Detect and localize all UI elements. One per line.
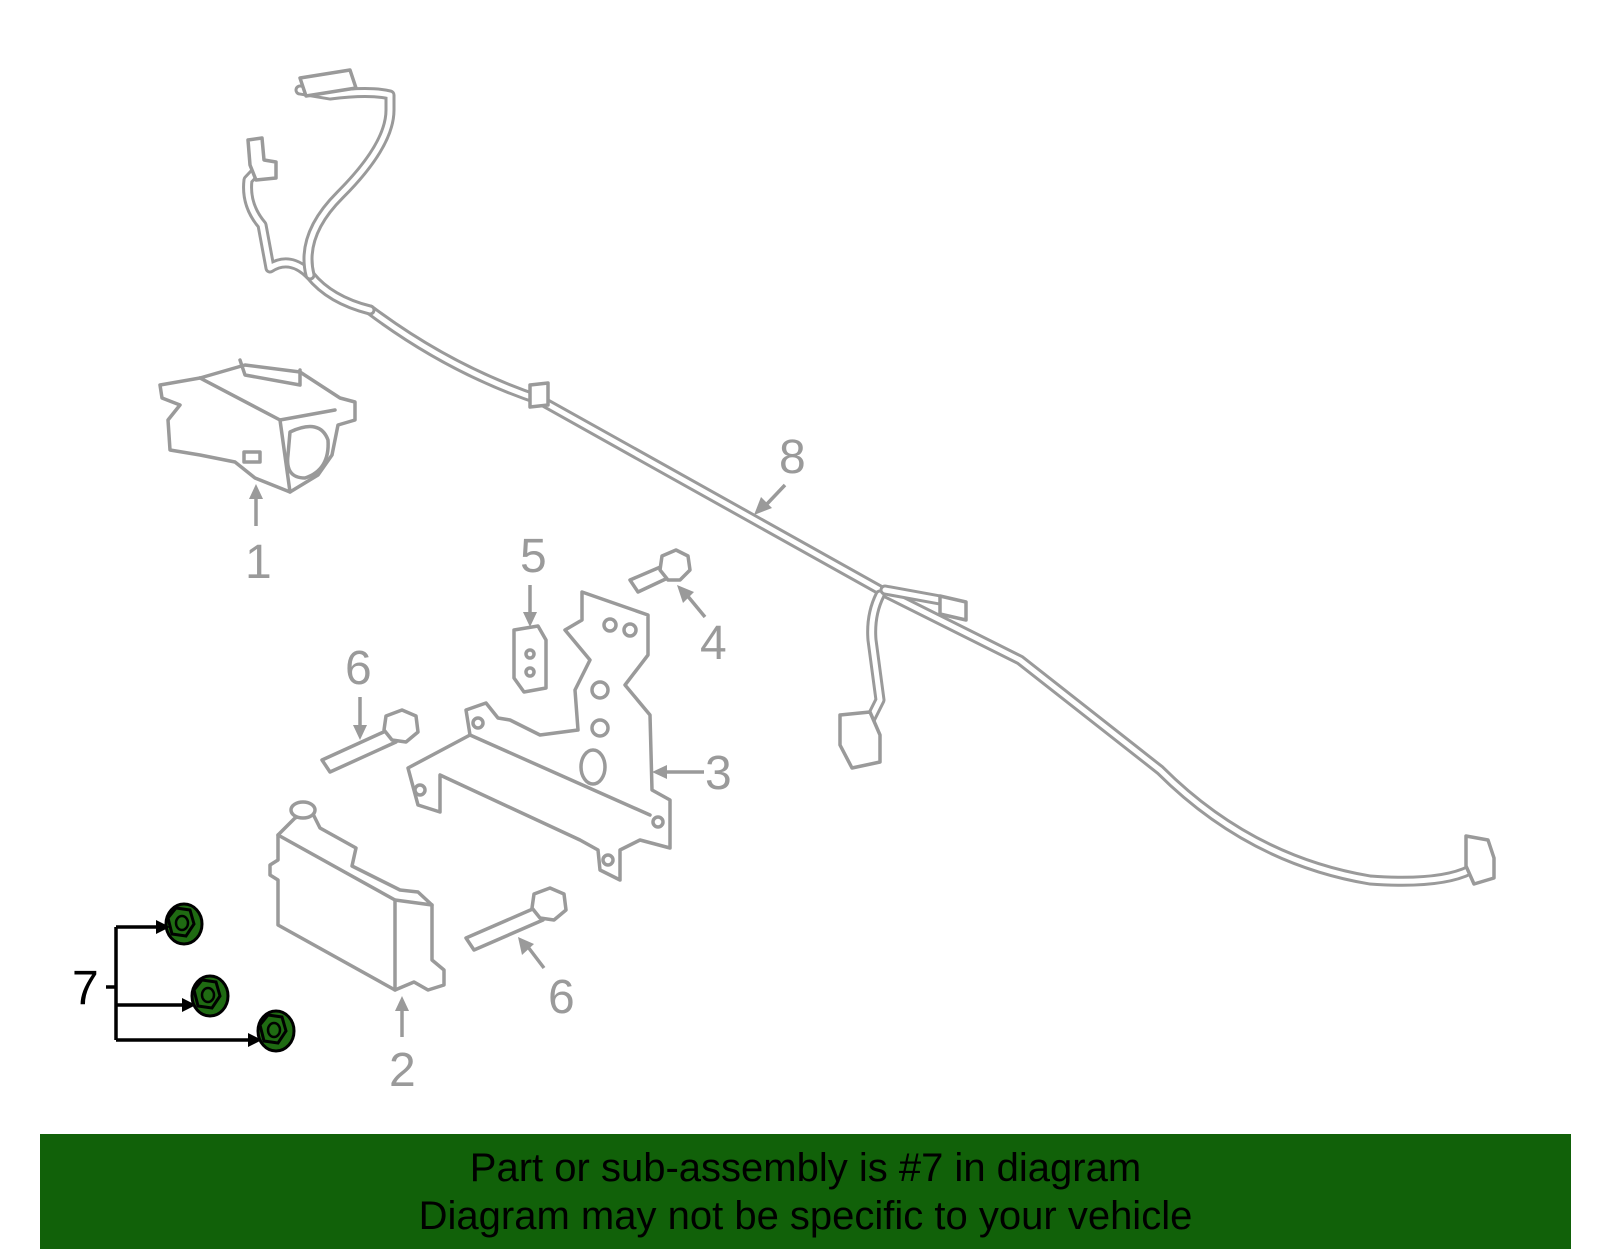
- clip-part-5: [512, 624, 548, 694]
- bolt-part-6a: [320, 708, 420, 774]
- banner-part-line: Part or sub-assembly is #7 in diagram: [469, 1146, 1142, 1190]
- callout-3: 3: [705, 747, 732, 800]
- bolt-part-4: [628, 548, 692, 594]
- wiring-harness-part-8: [242, 68, 1496, 887]
- nut-2: [190, 974, 230, 1018]
- bracket-part-3: [406, 590, 672, 882]
- callout-2: 2: [389, 1044, 416, 1097]
- callout-8: 8: [779, 431, 806, 484]
- part-7-bracket: [106, 920, 262, 1047]
- bolt-part-6b: [464, 886, 568, 952]
- callout-1: 1: [245, 536, 272, 589]
- callout-5: 5: [520, 530, 547, 583]
- callout-7: 7: [72, 962, 99, 1015]
- callout-6-upper: 6: [345, 642, 372, 695]
- callout-6-lower: 6: [548, 971, 575, 1024]
- callout-4: 4: [700, 617, 727, 670]
- nut-part-7: [164, 902, 296, 1053]
- leader-lines: [249, 483, 787, 1037]
- sensor-part-1: [158, 358, 357, 494]
- nut-1: [164, 902, 204, 946]
- info-banner: Part or sub-assembly is #7 in diagram Di…: [40, 1134, 1571, 1249]
- radar-module-part-2: [268, 800, 446, 992]
- banner-disclaimer-line: Diagram may not be specific to your vehi…: [418, 1194, 1193, 1238]
- nut-3: [256, 1009, 296, 1053]
